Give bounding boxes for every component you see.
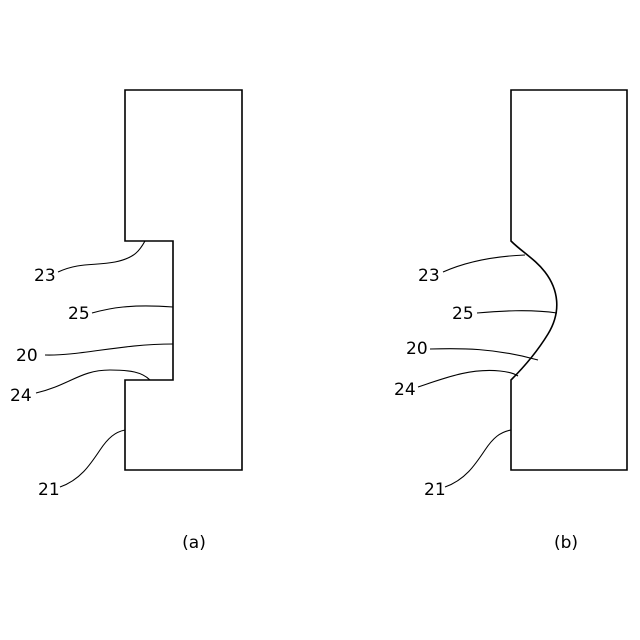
fig-b-label-24: 24 — [394, 380, 416, 400]
fig-b-label-20: 20 — [406, 339, 428, 359]
fig-a-label-23: 23 — [34, 266, 56, 286]
fig-b-caption: (b) — [554, 533, 578, 553]
figure-b: 23 25 20 24 21 (b) — [394, 90, 627, 553]
fig-a-label-24: 24 — [10, 386, 32, 406]
fig-b-label-21: 21 — [424, 480, 446, 500]
fig-b-leader-25 — [477, 311, 557, 313]
fig-b-leader-21 — [445, 430, 511, 487]
fig-a-leader-21 — [60, 430, 125, 487]
fig-a-leader-23 — [58, 241, 145, 272]
fig-a-label-20: 20 — [16, 346, 38, 366]
figure-a: 23 25 20 24 21 (a) — [10, 90, 242, 553]
fig-a-leader-24 — [36, 370, 150, 393]
fig-b-body-outline — [511, 90, 627, 470]
fig-a-body-outline — [125, 90, 242, 470]
fig-a-leader-25 — [92, 306, 173, 313]
fig-b-leader-23 — [443, 255, 525, 272]
fig-a-leader-20 — [45, 344, 173, 355]
fig-a-caption: (a) — [182, 533, 206, 553]
fig-a-label-21: 21 — [38, 480, 60, 500]
fig-a-label-25: 25 — [68, 304, 90, 324]
fig-b-leader-20 — [430, 349, 538, 360]
fig-b-label-25: 25 — [452, 304, 474, 324]
fig-b-label-23: 23 — [418, 266, 440, 286]
fig-b-leader-24 — [418, 370, 518, 387]
